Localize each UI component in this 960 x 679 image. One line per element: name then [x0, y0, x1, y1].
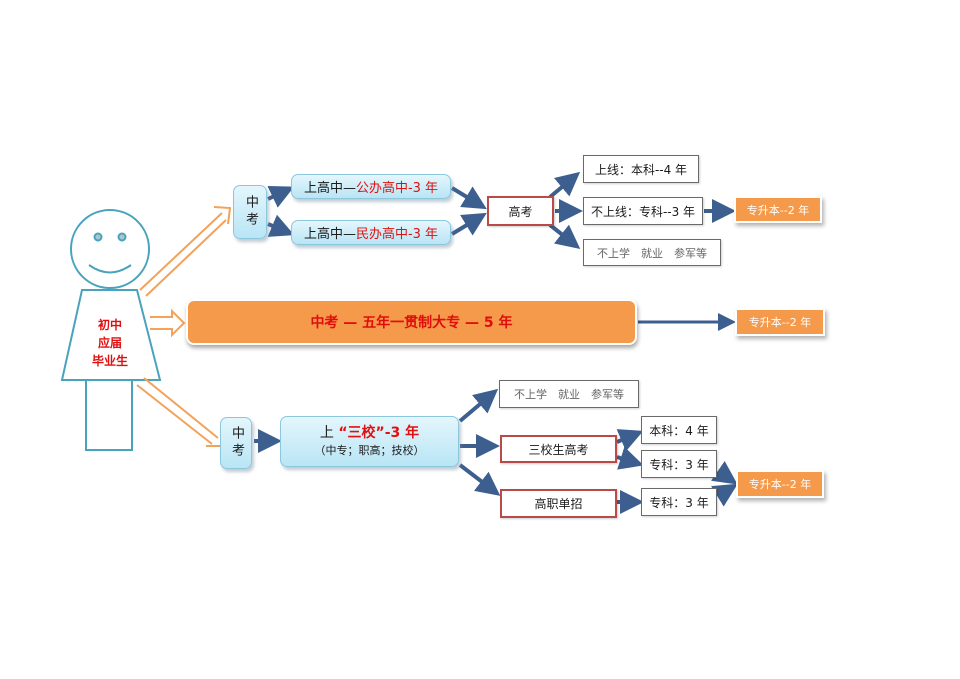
person-body: [60, 289, 162, 381]
arrow-sanxiao-to-vocational: [458, 463, 501, 496]
person-label: 初中 应届 毕业生: [82, 316, 138, 370]
private-highschool-node[interactable]: 上高中—民办高中-3 年: [291, 220, 451, 245]
vocational-enroll-label: 高职单招: [534, 497, 583, 511]
middle-upgrade-label: 专升本--2 年: [748, 316, 812, 329]
five-year-college-label: 中考 — 五年一贯制大专 — 5 年: [310, 315, 513, 331]
arrow-exam-to-private: [267, 214, 295, 237]
bottom-exam-label: 中考: [229, 426, 244, 460]
associate-label-2: 专科：3 年: [649, 495, 709, 510]
three-schools-title: 上 “三校”-3 年: [320, 424, 419, 442]
person-label-line-3: 毕业生: [91, 354, 128, 368]
arrow-to-bachelor: [616, 429, 644, 452]
top-other-outcome-label: 不上学 就业 参军等: [597, 246, 707, 260]
associate-label-1: 专科：3 年: [649, 457, 709, 472]
person-label-line-1: 初中: [97, 318, 122, 332]
arrow-exam-to-public: [267, 186, 295, 208]
arrow-associate2-to-upgrade: [711, 483, 738, 507]
top-exam-label: 中考: [243, 195, 258, 229]
arrow-to-top-exam: [139, 212, 227, 297]
top-upgrade-node[interactable]: 专升本--2 年: [734, 196, 822, 223]
bottom-other-outcome-node[interactable]: 不上学 就业 参军等: [499, 380, 639, 408]
five-year-college-node[interactable]: 中考 — 五年一贯制大专 — 5 年: [186, 299, 637, 345]
arrow-private-to-gaokao: [450, 212, 487, 236]
private-highlight: 民办高中-3 年: [355, 227, 439, 242]
bottom-other-outcome-label: 不上学 就业 参军等: [514, 388, 624, 401]
smiley-person-icon: [60, 209, 162, 451]
gaokao-node[interactable]: 高考: [487, 196, 554, 226]
bottom-exam-node[interactable]: 中考: [220, 417, 252, 469]
sanxiao-gaokao-node[interactable]: 三校生高考: [500, 435, 617, 463]
pass-outcome-node[interactable]: 上线：本科--4 年: [583, 155, 699, 183]
person-legs: [85, 379, 133, 451]
bottom-upgrade-node[interactable]: 专升本--2 年: [736, 470, 824, 498]
gaokao-label: 高考: [508, 204, 533, 219]
sanxiao-gaokao-label: 三校生高考: [528, 442, 589, 457]
associate-node-2[interactable]: 专科：3 年: [641, 488, 717, 516]
fail-outcome-node[interactable]: 不上线：专科--3 年: [583, 197, 703, 225]
public-highlight: 公办高中-3 年: [355, 181, 439, 196]
arrow-head-top: [213, 206, 232, 225]
vocational-enroll-node[interactable]: 高职单招: [500, 489, 617, 518]
arrow-sanxiao-to-other: [458, 388, 499, 423]
fail-outcome-label: 不上线：专科--3 年: [590, 204, 696, 219]
public-highschool-node[interactable]: 上高中—公办高中-3 年: [291, 174, 451, 199]
three-schools-highlight: “三校”-3 年: [338, 424, 420, 441]
left-eye: [93, 232, 103, 242]
bachelor-label: 本科：4 年: [649, 423, 709, 438]
bachelor-node[interactable]: 本科：4 年: [641, 416, 717, 444]
arrow-public-to-gaokao: [450, 186, 487, 210]
person-head: [70, 209, 150, 289]
arrow-to-middle: [150, 308, 186, 338]
blue-arrows: [254, 171, 738, 514]
smile: [88, 264, 132, 274]
top-exam-node[interactable]: 中考: [233, 185, 267, 239]
arrow-to-associate-1: [616, 446, 644, 470]
three-schools-subtitle: （中专；职高；技校）: [314, 443, 425, 457]
arrow-gaokao-to-other: [548, 223, 581, 249]
bottom-upgrade-label: 专升本--2 年: [748, 478, 812, 491]
pass-outcome-label: 上线：本科--4 年: [594, 162, 688, 177]
associate-node-1[interactable]: 专科：3 年: [641, 450, 717, 478]
arrow-to-bottom-exam: [136, 377, 219, 445]
top-upgrade-label: 专升本--2 年: [746, 203, 810, 217]
public-prefix: 上高中—: [303, 181, 356, 196]
arrow-associate1-to-upgrade: [711, 461, 738, 485]
private-prefix: 上高中—: [303, 227, 356, 242]
arrow-gaokao-to-pass: [548, 171, 581, 199]
top-other-outcome-node[interactable]: 不上学 就业 参军等: [583, 239, 721, 266]
three-schools-node[interactable]: 上 “三校”-3 年 （中专；职高；技校）: [280, 416, 459, 467]
right-eye: [117, 232, 127, 242]
person-label-line-2: 应届: [97, 336, 122, 350]
middle-upgrade-node[interactable]: 专升本--2 年: [735, 308, 825, 336]
three-schools-prefix: 上: [319, 424, 339, 441]
